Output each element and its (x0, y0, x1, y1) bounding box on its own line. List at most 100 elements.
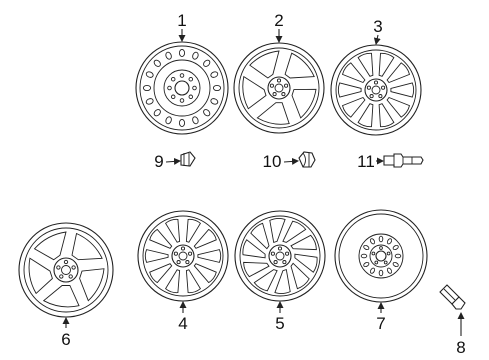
vent-hole (178, 48, 186, 58)
vent-hole (363, 261, 370, 268)
callout-number: 2 (274, 11, 283, 30)
spoke-window (165, 218, 181, 243)
callout-number: 5 (275, 314, 284, 333)
spoke-window (269, 218, 286, 243)
lug-hole (179, 73, 185, 78)
vent-hole (210, 98, 219, 105)
callout-number: 10 (263, 152, 282, 171)
spoke-window (378, 52, 395, 77)
lug-hole (285, 251, 290, 256)
vent-hole (153, 109, 161, 117)
lug-hole (176, 260, 181, 265)
spoke-window (337, 82, 362, 98)
callout-2: 2 (274, 11, 284, 43)
spoke-window (291, 88, 317, 119)
spoke-window (294, 253, 318, 273)
alloy-wheel-wide-five-spoke (18, 222, 114, 318)
steel-wheel (135, 41, 229, 135)
vent-hole (386, 238, 393, 245)
lug-hole (188, 94, 194, 100)
lug-hole (188, 251, 193, 256)
spoke-window (185, 218, 201, 243)
callout-number: 3 (373, 17, 382, 36)
callout-11: 11 (357, 152, 384, 171)
lug-hole (369, 94, 374, 99)
spoke-window (290, 262, 310, 290)
alloy-wheel-split-spoke (137, 210, 229, 302)
vent-hole (178, 118, 186, 128)
spoke-window (28, 257, 53, 295)
lug-hole (386, 251, 391, 256)
vent-hole (145, 98, 154, 105)
vent-hole (378, 269, 384, 277)
spoke-window (250, 222, 270, 250)
alloy-wheel-five-spoke (233, 42, 325, 134)
lug-hole (188, 76, 194, 82)
spoke-window (197, 249, 222, 263)
vent-hole (203, 109, 211, 117)
spoke-window (242, 239, 266, 259)
vent-hole (369, 267, 376, 274)
lug-hole (379, 246, 383, 250)
lug-hole (71, 265, 76, 270)
callout-number: 7 (376, 314, 385, 333)
callout-4: 4 (178, 301, 188, 333)
spoke-window (274, 269, 291, 294)
lug-nut-long (383, 153, 424, 168)
lug-hole (269, 83, 274, 88)
spoke-window (33, 231, 67, 261)
callout-number: 9 (154, 152, 163, 171)
spoke-window (386, 96, 411, 118)
callout-number: 11 (357, 152, 375, 171)
callout-8: 8 (456, 312, 466, 357)
lug-hole (56, 265, 61, 270)
vent-hole (192, 51, 199, 60)
spoke-window (253, 269, 278, 292)
spoke-window (149, 263, 173, 284)
spoke-window (357, 103, 374, 128)
lug-hole (272, 92, 277, 97)
callout-7: 7 (376, 302, 386, 333)
lug-hole (276, 78, 282, 83)
spoke-window (249, 50, 280, 79)
lug-hole (374, 260, 379, 265)
lug-hole (366, 85, 371, 90)
vent-hole (392, 244, 399, 251)
callout-1: 1 (177, 11, 187, 42)
spoke-window (243, 261, 270, 278)
spoke-window (378, 103, 395, 128)
lug-hole (59, 274, 64, 279)
spoke-window (71, 232, 103, 261)
spoke-window (290, 234, 317, 251)
spoke-window (284, 52, 315, 79)
vent-hole (363, 244, 370, 251)
spoke-window (256, 102, 290, 125)
lug-hole (281, 92, 286, 97)
vent-hole (203, 59, 211, 67)
callout-number: 6 (61, 330, 70, 349)
lug-hole (282, 260, 287, 265)
lug-nut-capped (298, 151, 316, 168)
callout-number: 1 (177, 11, 186, 30)
spoke-window (386, 62, 411, 84)
spoke-window (193, 263, 217, 284)
callout-number: 4 (178, 314, 187, 333)
spoke-window (282, 220, 307, 243)
lug-hole (270, 251, 275, 256)
spoke-window (341, 62, 366, 84)
spoke-window (390, 82, 415, 98)
spoke-window (242, 75, 267, 110)
vent-hole (165, 51, 172, 60)
spoke-window (42, 285, 80, 308)
callout-6: 6 (61, 317, 71, 349)
vent-hole (394, 253, 402, 259)
spoke-window (185, 269, 201, 294)
callout-10: 10 (263, 152, 299, 171)
vent-hole (386, 267, 393, 274)
callout-9: 9 (154, 152, 181, 171)
vent-hole (210, 71, 219, 78)
lug-hole (192, 85, 197, 91)
lug-hole (371, 251, 376, 256)
